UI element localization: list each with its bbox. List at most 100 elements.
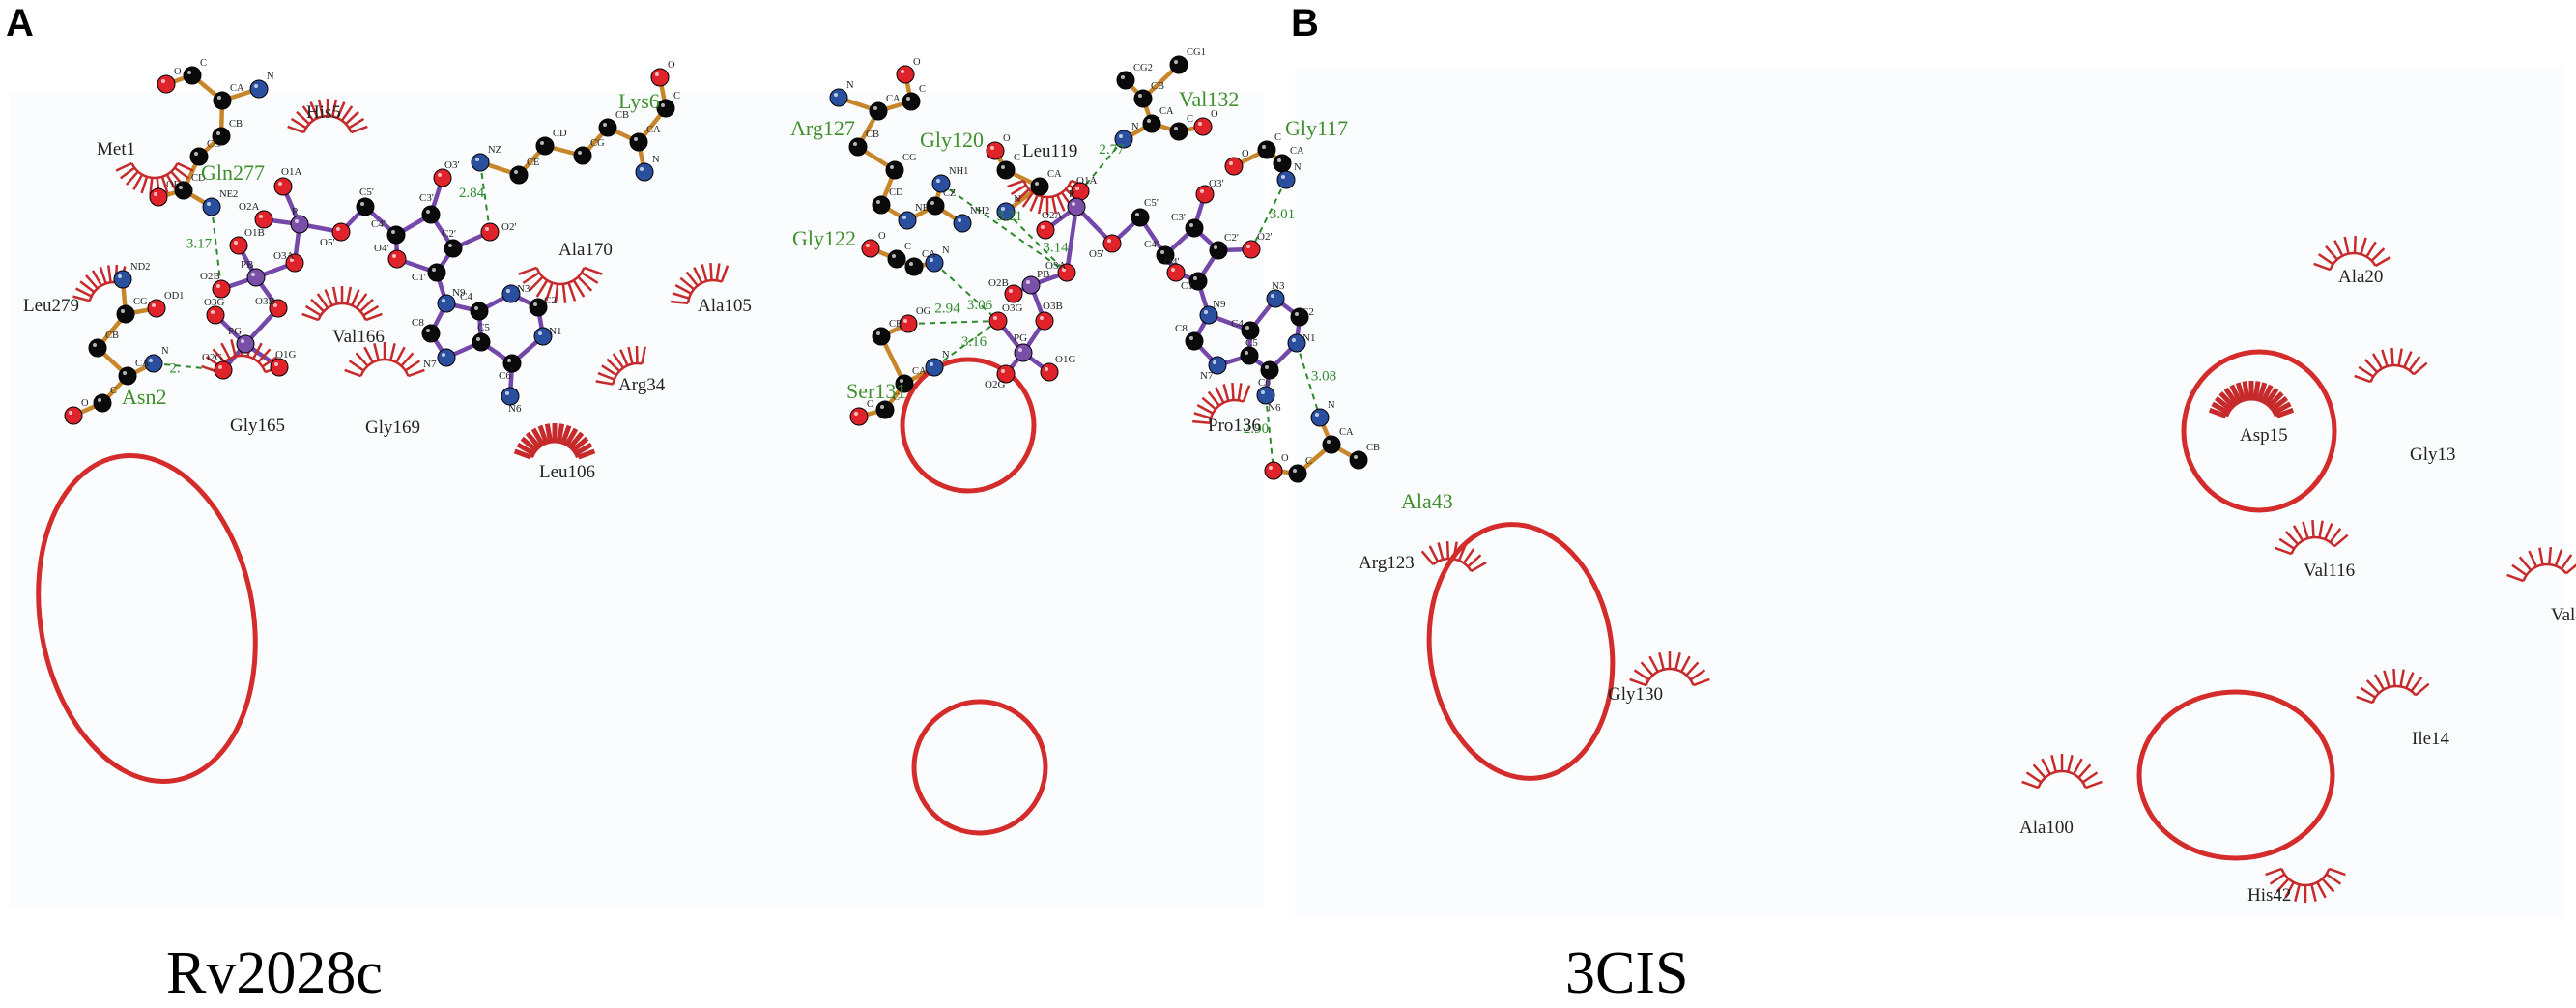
atom-highlight [295,219,299,223]
atom-label: N [1131,122,1139,132]
atom-a-o1a [274,178,292,195]
atom-a-c4 [387,226,405,244]
atom-label: O2A [239,201,259,213]
atom-label: C [1014,153,1020,163]
arc-spoke [350,360,364,370]
atom-a-c8 [422,325,440,342]
arc-spoke [142,177,147,193]
arc-spoke [2303,522,2307,538]
atom-highlight [661,103,665,107]
arc-spoke [2520,557,2532,570]
atom-label: C [919,84,926,95]
arc-spoke [2051,755,2055,771]
atom-r-cz [927,197,944,215]
arc-spoke [2562,555,2571,569]
arc-spoke [2357,697,2373,703]
hbond-distance-label: 2. [169,361,180,377]
atom-highlight [1160,250,1164,254]
atom-highlight [474,306,478,310]
atom-label: N [1294,162,1302,173]
hydrophobic-contact-arc [302,286,383,320]
arc-spoke [357,353,368,365]
hydrophobic-residue-label: Arg34 [618,375,666,395]
hydrogen-bond [908,321,998,324]
hydrophobic-residue-label: Ala105 [698,296,752,316]
atom-q-ne2 [203,198,220,216]
atom-highlight [274,362,278,366]
hydrophobic-residue-label: Leu119 [1022,141,1077,161]
atom-x-c [1289,465,1306,482]
arc-spoke [620,350,627,365]
arc-spoke [2549,547,2551,564]
atom-label: C [200,58,207,69]
bonded-residue-label: Gly120 [920,128,984,152]
atom-a-pb [247,269,265,286]
atom-label: CB [1366,443,1380,453]
atom-label: OD1 [164,291,184,302]
atom-b-o2 [1243,241,1260,258]
atom-g122-ca [905,258,923,275]
atom-a-o1g [271,359,288,376]
atom-a-c4b [471,302,488,320]
atom-label: O1G [1055,354,1075,365]
arc-spoke [1693,679,1709,685]
atom-k-cg [574,147,591,164]
atom-highlight [69,411,72,415]
hydrophobic-residue-label: Val166 [332,327,385,347]
highlight-ring [902,360,1034,491]
arc-spoke [100,267,106,283]
bonded-residue-label: Ala43 [1401,489,1453,513]
bonded-residue-label: Asn2 [122,385,166,409]
atom-highlight [640,167,644,171]
atom-highlight [241,339,244,343]
arc-spoke [2068,755,2072,771]
arc-spoke [351,127,367,132]
atom-label: O4' [1164,256,1179,268]
hbond-distance-label: 3.01 [1270,207,1295,222]
atom-label: N [942,245,950,256]
atom-highlight [216,131,220,135]
hbond-distance-label: 2.77 [1099,142,1125,158]
atom-label: CE [527,158,539,168]
atom-highlight [1213,360,1216,364]
arc-spoke [1464,549,1474,563]
atom-label: O3G [204,297,224,308]
arc-spoke [1686,662,1698,675]
atom-label: O2A [1042,210,1062,221]
atom-g117-o [1225,158,1243,175]
atom-highlight [1293,469,1297,473]
atom-q-ca [214,92,231,109]
atom-highlight [1119,134,1123,138]
atom-r-cb [849,138,867,156]
atom-label: C4' [1144,239,1159,250]
atom-r-ca [870,102,887,120]
arc-spoke [671,302,688,303]
arc-spoke [1439,542,1444,559]
atom-x-ca [1323,436,1340,453]
atom-a-o2g [215,361,232,379]
atom-highlight [98,398,101,402]
arc-spoke [1232,383,1233,400]
atom-highlight [538,331,542,335]
atom-k-nz [472,154,489,171]
atom-highlight [1214,245,1217,249]
atom-label: CA [912,366,927,377]
atom-highlight [1174,127,1178,130]
arc-spoke [108,265,110,282]
atom-label: O3' [444,159,459,171]
atom-label: C2' [1224,232,1239,244]
atom-highlight [902,216,906,219]
arc-spoke [2279,539,2294,549]
atom-label: O1A [1076,175,1097,187]
atom-label: PG [228,326,242,337]
hydrophobic-residue-label: His42 [2247,885,2291,906]
atom-highlight [1009,289,1013,293]
atom-b-o1g [1041,363,1058,381]
atom-highlight [1295,312,1299,316]
atom-highlight [1072,202,1075,206]
arc-spoke [2266,869,2282,875]
atom-highlight [442,299,445,302]
atom-highlight [990,146,994,150]
atom-a-c2 [444,240,462,257]
atom-highlight [906,97,910,101]
